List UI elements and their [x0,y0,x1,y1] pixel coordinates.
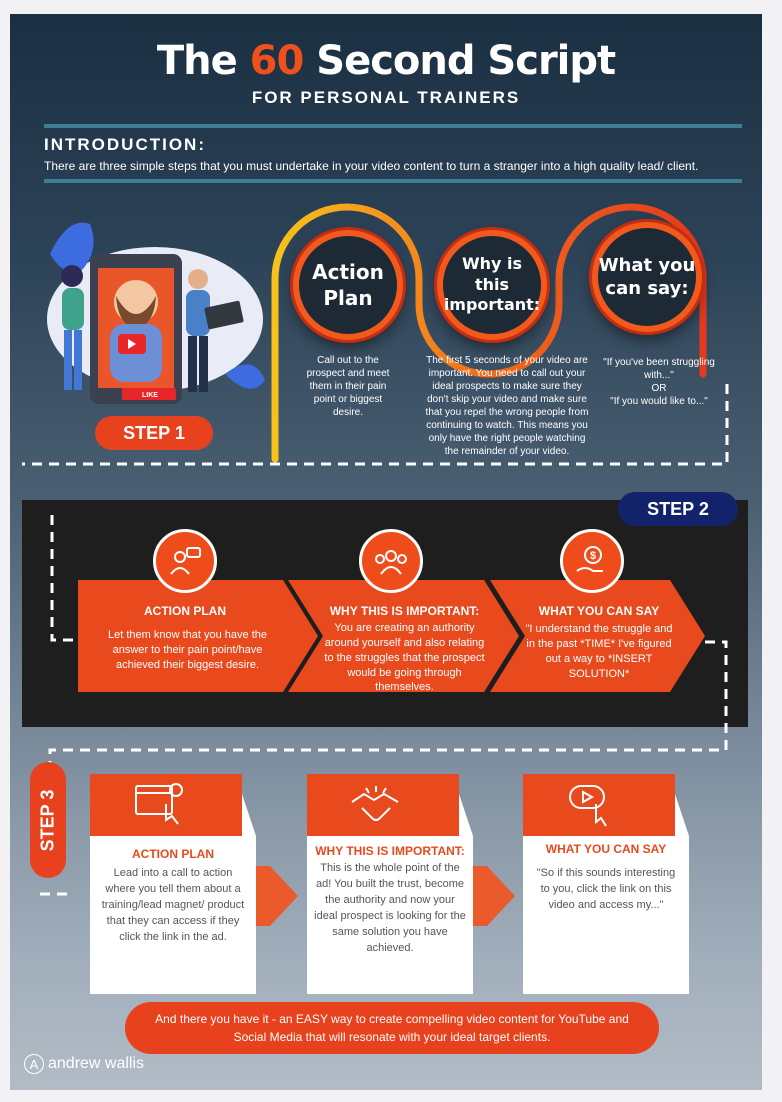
footer-text: And there you have it - an EASY way to c… [155,1012,629,1044]
step1-desc-why: The first 5 seconds of your video are im… [425,355,589,457]
page-title: The 60 Second Script [156,38,616,84]
step1-desc-say: "If you've been struggling with..."OR"If… [603,357,715,407]
step3-card-top-3 [523,774,675,836]
click-window-icon [134,782,186,831]
page-subtitle: FOR PERSONAL TRAINERS [251,88,521,107]
step2-chevron-1 [78,580,318,692]
logo-text: andrew wallis [48,1055,145,1072]
step3-card-2 [307,836,473,994]
step3-say-text: "So if this sounds interesting to you, c… [536,867,676,911]
divider-bottom [44,179,742,183]
step2-chevron-3 [490,580,705,692]
step2-chevrons-graphic [48,515,728,780]
svg-text:$: $ [590,550,596,562]
step2-badge: STEP 2 [618,492,738,526]
step1-path-graphic: LIKE [22,203,729,466]
step2-say-text: "I understand the struggle and in the pa… [525,623,673,680]
step3-cards-graphic [40,774,689,994]
footer-banner: And there you have it - an EASY way to c… [125,1002,659,1054]
step3-action-title: ACTION PLAN [132,847,214,861]
handshake-icon [348,784,404,831]
like-badge-label: LIKE [142,392,158,399]
infographic-poster: The 60 Second Script FOR PERSONAL TRAINE… [10,14,762,1090]
brand-logo: A andrew wallis [24,1054,144,1074]
step2-why-title: WHY THIS IS IMPORTANT: [329,604,480,618]
intro-text: There are three simple steps that you mu… [44,159,699,173]
step3-action-text: Lead into a call to action where you tel… [101,867,245,943]
group-icon [359,529,423,593]
step3-badge: STEP 3 [30,762,66,878]
step2-say-title: WHAT YOU CAN SAY [538,604,660,618]
step2-why-text: You are creating an authority around you… [324,622,485,694]
step1-badge: STEP 1 [95,416,213,450]
step3-card-top-2 [307,774,459,836]
money-hand-icon: $ [560,529,624,593]
step2-action-text: Let them know that you have the answer t… [108,629,267,671]
step1-desc-action: Call out to the prospect and meet them i… [306,355,390,418]
like-badge [122,388,176,400]
divider-top [44,124,742,128]
logo-mark: A [24,1054,44,1074]
step2-chevron-2 [288,580,519,692]
step3-card-1 [90,836,256,994]
step3-say-title: WHAT YOU CAN SAY [545,842,667,856]
speaker-icon [153,529,217,593]
play-click-icon [566,782,618,833]
step2-action-title: ACTION PLAN [144,604,226,618]
step3-card-3 [523,836,689,994]
intro-heading: INTRODUCTION: [44,135,206,154]
step3-why-title: WHY THIS IS IMPORTANT: [315,844,465,858]
leaf-icon [225,364,265,389]
leaf-icon [50,222,94,272]
step3-why-text: This is the whole point of the ad! You b… [314,862,466,954]
